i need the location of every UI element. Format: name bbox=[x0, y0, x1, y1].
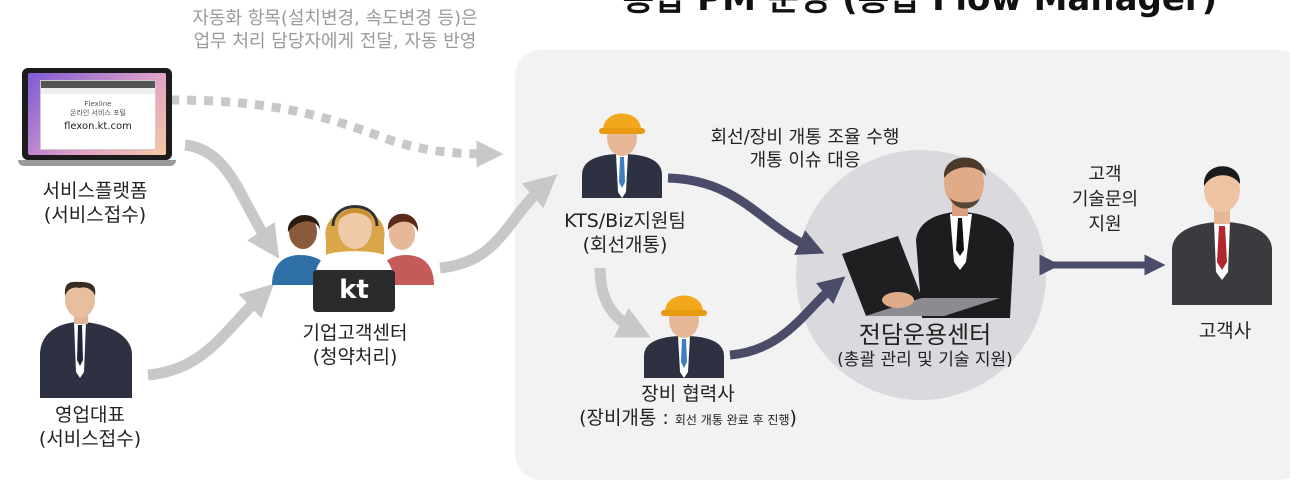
partner-label-line1: 장비 협력사 bbox=[641, 383, 735, 405]
partner-label-line2-small: 회선 개통 완료 후 진행 bbox=[674, 412, 790, 427]
kts-to-partner-arrow bbox=[594, 267, 651, 338]
partner-label-line2: (장비개통 : 회선 개통 완료 후 진행) bbox=[548, 407, 828, 431]
tech-support-note-line1: 고객 bbox=[1088, 164, 1122, 185]
kt-badge: kt bbox=[339, 275, 369, 305]
ops-label: 전담운용센터 (총괄 관리 및 기술 지원) bbox=[800, 320, 1050, 371]
laptop-brand: Flexline bbox=[84, 100, 112, 108]
partner-label-line2-main: (장비개통 : bbox=[579, 406, 675, 429]
customer-center-label: 기업고객센터 (청약처리) bbox=[255, 322, 455, 370]
laptop-portal: 온라인 서비스 포털 bbox=[70, 109, 126, 117]
sales-label-line1: 영업대표 bbox=[55, 404, 125, 426]
partner-to-ops-arrow bbox=[729, 276, 846, 360]
customer-center-label-line2: (청약처리) bbox=[312, 345, 398, 368]
service-platform-laptop: Flexline 온라인 서비스 포털 flexon.kt.com bbox=[18, 68, 176, 168]
partner-label: 장비 협력사 (장비개통 : 회선 개통 완료 후 진행) bbox=[548, 383, 828, 431]
tech-support-note-line3: 지원 bbox=[1088, 214, 1122, 236]
kts-label-line1: KTS/Biz지원팀 bbox=[564, 210, 686, 232]
platform-label: 서비스플랫폼 (서비스접수) bbox=[20, 180, 170, 228]
page-title: 통합 PM 운영 (통합 Flow Manager) bbox=[620, 0, 1220, 21]
platform-to-center-arrow bbox=[184, 139, 280, 259]
tech-support-note: 고객 기술문의 지원 bbox=[1050, 162, 1160, 238]
kts-label-line2: (회선개통) bbox=[582, 233, 668, 256]
platform-label-line1: 서비스플랫폼 bbox=[42, 180, 148, 202]
platform-label-line2: (서비스접수) bbox=[43, 203, 147, 226]
kts-label: KTS/Biz지원팀 (회선개통) bbox=[540, 210, 710, 258]
ops-label-line2: (총괄 관리 및 기술 지원) bbox=[837, 350, 1013, 370]
coordination-note: 회선/장비 개통 조율 수행 개통 이슈 대응 bbox=[660, 127, 950, 172]
coordination-note-line2: 개통 이슈 대응 bbox=[749, 149, 861, 171]
kts-to-ops-arrow bbox=[667, 173, 825, 255]
sales-label-line2: (서비스접수) bbox=[38, 427, 142, 450]
laptop-url: flexon.kt.com bbox=[64, 121, 132, 132]
partner-label-line2-end: ) bbox=[789, 406, 797, 429]
tech-support-note-line2: 기술문의 bbox=[1071, 189, 1139, 211]
customer-label: 고객사 bbox=[1198, 320, 1252, 342]
coordination-note-line1: 회선/장비 개통 조율 수행 bbox=[710, 127, 900, 148]
ops-label-line1: 전담운용센터 bbox=[858, 321, 992, 349]
automation-note: 자동화 항목(설치변경, 속도변경 등)은 업무 처리 담당자에게 전달, 자동… bbox=[150, 8, 520, 53]
automation-dashed-arrow bbox=[169, 95, 504, 168]
sales-to-center-arrow bbox=[147, 283, 274, 381]
customer-center-label-line1: 기업고객센터 bbox=[302, 322, 408, 344]
sales-label: 영업대표 (서비스접수) bbox=[15, 404, 165, 452]
automation-note-line2: 업무 처리 담당자에게 전달, 자동 반영 bbox=[193, 30, 477, 52]
center-to-kts-arrow bbox=[439, 174, 558, 274]
automation-note-line1: 자동화 항목(설치변경, 속도변경 등)은 bbox=[192, 8, 478, 29]
